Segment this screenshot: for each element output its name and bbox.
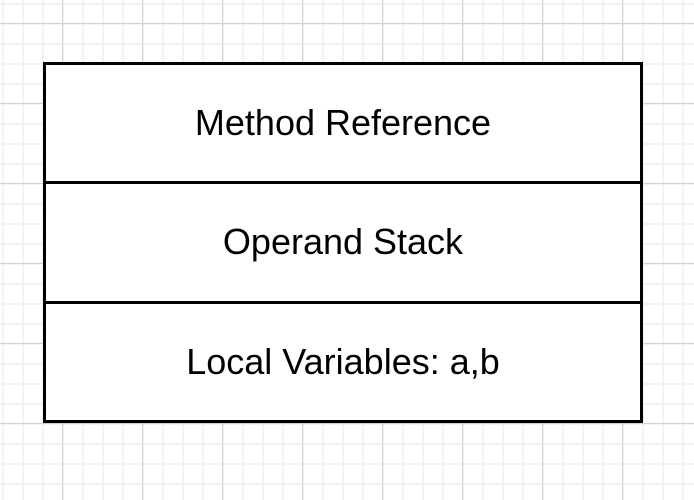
frame-row-operand-stack: Operand Stack xyxy=(46,181,640,300)
frame-row-method-reference: Method Reference xyxy=(46,65,640,181)
frame-row-local-variables: Local Variables: a,b xyxy=(46,300,640,420)
operand-stack-label: Operand Stack xyxy=(222,221,464,263)
stack-frame-box: Method Reference Operand Stack Local Var… xyxy=(43,62,643,423)
method-reference-label: Method Reference xyxy=(194,102,492,144)
local-variables-label: Local Variables: a,b xyxy=(186,340,500,382)
